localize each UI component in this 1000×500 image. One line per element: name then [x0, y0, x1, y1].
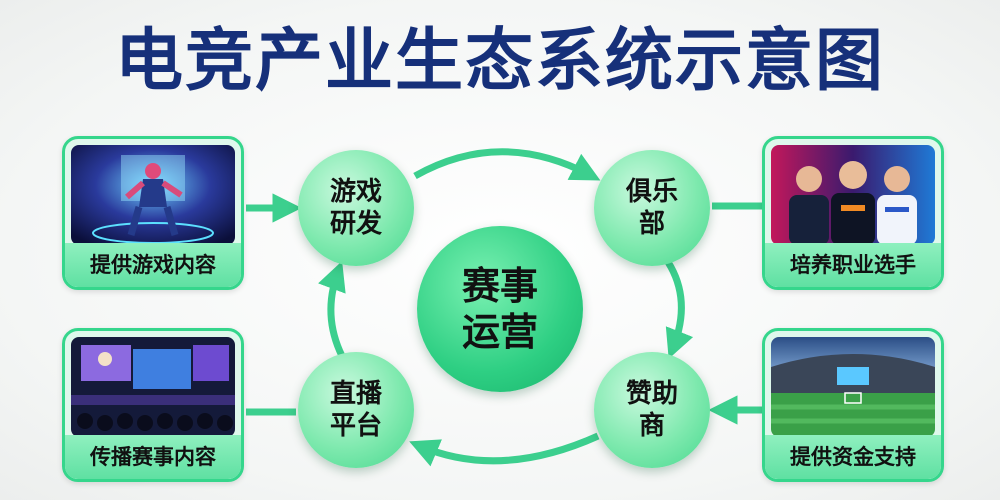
node-label: 直播 平台	[329, 379, 382, 441]
center-node-label: 赛事 运营	[461, 264, 538, 354]
card-broadcast: 传播赛事内容	[62, 328, 244, 482]
node-club: 俱乐 部	[594, 150, 710, 266]
card-caption: 提供游戏内容	[65, 243, 241, 287]
game-character-image	[71, 145, 235, 245]
arrow-platform-to-gamedev	[318, 260, 346, 358]
node-label: 游戏 研发	[329, 177, 382, 239]
pro-players-image	[771, 145, 935, 245]
card-caption: 提供资金支持	[765, 435, 941, 479]
node-live-platform: 直播 平台	[298, 352, 414, 468]
card-funding: 提供资金支持	[762, 328, 944, 482]
stadium-image	[771, 337, 935, 437]
card-caption: 培养职业选手	[765, 243, 941, 287]
node-sponsor: 赞助 商	[594, 352, 710, 468]
arrow-gamedev-to-club	[413, 148, 601, 181]
card-caption: 传播赛事内容	[65, 435, 241, 479]
node-label: 俱乐 部	[625, 177, 678, 239]
node-label: 赞助 商	[625, 379, 678, 441]
arrow-club-to-sponsor	[665, 260, 694, 359]
card-game-content: 提供游戏内容	[62, 136, 244, 290]
arrow-sponsor-to-platform	[409, 432, 600, 467]
page-title: 电竞产业生态系统示意图	[114, 22, 885, 101]
node-event-operation: 赛事 运营	[417, 226, 583, 392]
arena-stage-image	[71, 337, 235, 437]
card-pro-players: 培养职业选手	[762, 136, 944, 290]
node-game-dev: 游戏 研发	[298, 150, 414, 266]
